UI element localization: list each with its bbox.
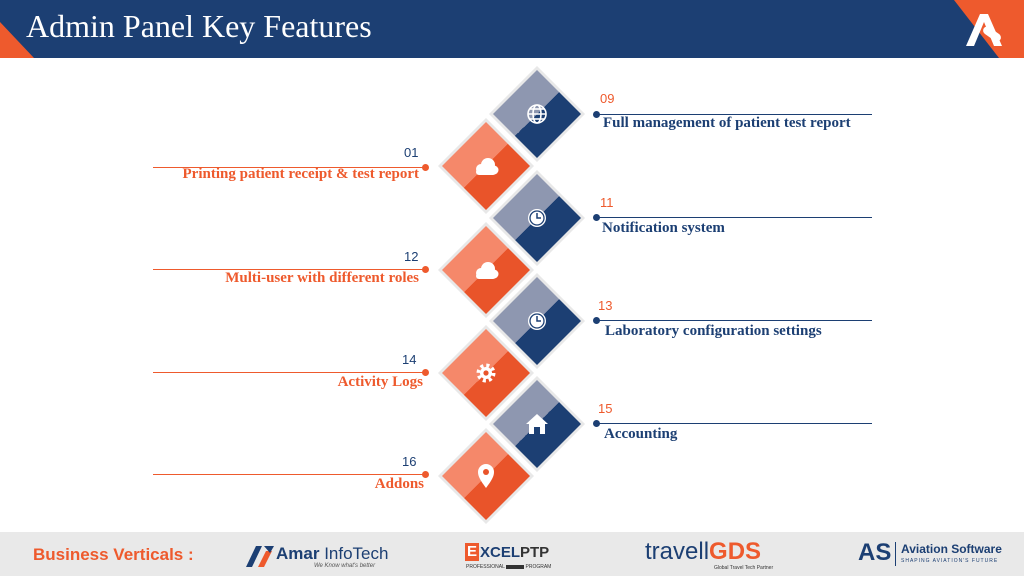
feature-dot — [422, 266, 429, 273]
gear-icon — [476, 363, 496, 383]
feature-dot — [593, 420, 600, 427]
feature-number: 15 — [598, 401, 613, 416]
feature-line — [153, 372, 425, 373]
feature-label: Accounting — [604, 426, 678, 442]
amar-logo-icon — [246, 546, 274, 567]
feature-line — [596, 114, 872, 115]
feature-dot — [422, 164, 429, 171]
excel-name: XCELPTP — [480, 544, 549, 561]
feature-label: Addons — [374, 476, 424, 492]
travell-tagline: Global Travel Tech Partner — [714, 565, 774, 571]
amar-main-text: Amar — [276, 544, 320, 563]
feature-line — [596, 320, 872, 321]
as-divider — [895, 542, 896, 566]
feature-line — [153, 474, 425, 475]
travell-main-text: travell — [645, 538, 710, 565]
page-title: Admin Panel Key Features — [26, 8, 372, 44]
feature-dot — [422, 471, 429, 478]
feature-dot — [593, 214, 600, 221]
travell-gds-text: GDS — [709, 538, 762, 565]
excel-tag-a: PROFESSIONAL — [466, 564, 505, 570]
excel-ptp-text: PTP — [520, 544, 550, 561]
header-bar — [0, 0, 1024, 58]
feature-dot — [593, 317, 600, 324]
logo-a-icon — [966, 14, 1002, 46]
feature-number: 14 — [402, 352, 417, 367]
feature-number: 12 — [404, 249, 419, 264]
as-letters: AS — [858, 539, 892, 566]
feature-line — [596, 423, 872, 424]
feature-number: 01 — [404, 145, 419, 160]
excel-e-icon: E — [465, 543, 479, 561]
feature-line — [153, 167, 425, 168]
feature-line — [596, 217, 872, 218]
brand-logo — [944, 0, 1024, 58]
globe-icon — [527, 104, 547, 124]
clock-icon — [528, 312, 546, 330]
amar-tagline: We Know what's better — [314, 563, 376, 569]
location-pin-icon — [478, 464, 494, 488]
feature-number: 13 — [598, 298, 613, 313]
cloud-icon — [476, 158, 499, 175]
feature-label: Laboratory configuration settings — [605, 323, 822, 339]
feature-label: Printing patient receipt & test report — [182, 166, 419, 182]
home-icon — [526, 414, 548, 434]
excel-main-text: XCEL — [480, 544, 521, 561]
feature-line — [153, 269, 425, 270]
as-tagline: SHAPING AVIATION'S FUTURE — [901, 558, 999, 564]
cloud-icon — [476, 262, 499, 279]
clock-icon — [528, 209, 546, 227]
as-name: Aviation Software — [901, 542, 1002, 556]
excel-tag-bar — [506, 564, 525, 569]
amar-sub-text: InfoTech — [324, 544, 389, 563]
feature-number: 11 — [600, 195, 614, 210]
excel-tag-b: PROGRAM — [525, 564, 552, 570]
feature-number: 09 — [600, 91, 615, 106]
feature-label: Multi-user with different roles — [225, 270, 419, 286]
feature-dot — [593, 111, 600, 118]
header-accent — [0, 22, 34, 58]
travell-name: travellGDS — [645, 538, 761, 566]
feature-dot — [422, 369, 429, 376]
amar-name: Amar InfoTech — [276, 544, 388, 564]
business-verticals-label: Business Verticals : — [33, 545, 194, 564]
feature-label: Notification system — [602, 220, 725, 236]
excel-tagline: PROFESSIONAL PROGRAM — [466, 564, 551, 570]
feature-number: 16 — [402, 454, 417, 469]
feature-label: Activity Logs — [337, 374, 423, 390]
feature-label: Full management of patient test report — [603, 115, 851, 131]
